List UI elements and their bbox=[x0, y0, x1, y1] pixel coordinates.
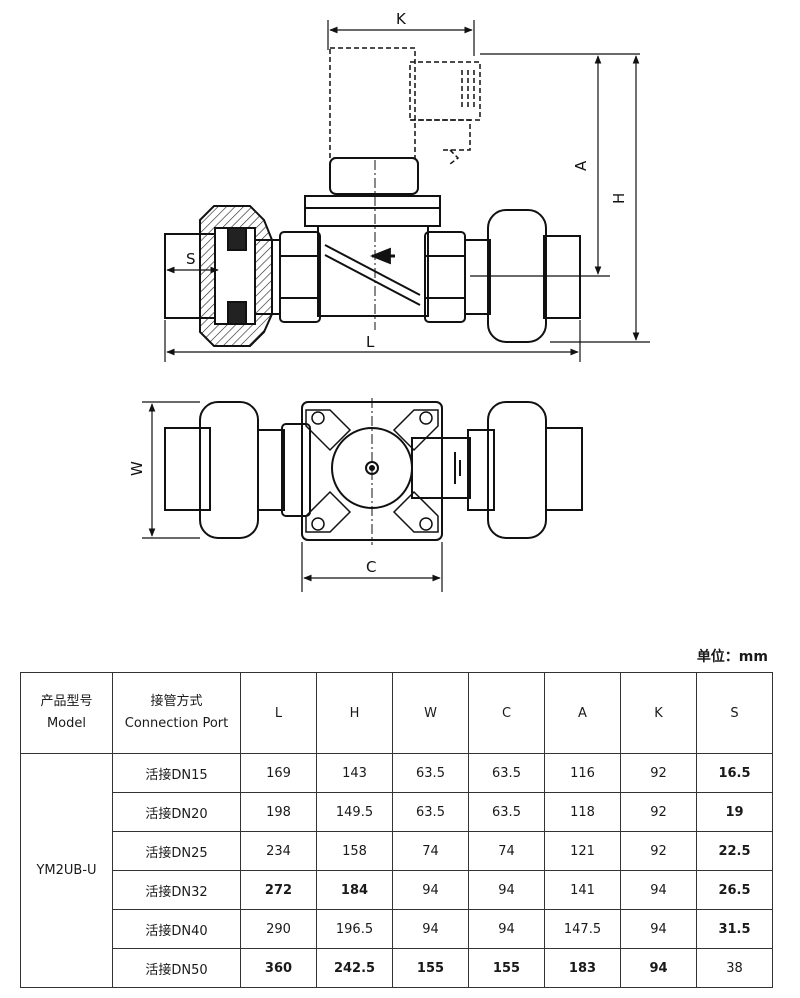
valve-body bbox=[317, 225, 429, 317]
conn-cell: 活接DN32 bbox=[112, 870, 241, 910]
value-cell: 196.5 bbox=[316, 909, 393, 949]
value-cell: 63.5 bbox=[392, 792, 469, 832]
dim-label-k: K bbox=[396, 10, 407, 28]
value-cell: 94 bbox=[620, 870, 697, 910]
conn-cell: 活接DN40 bbox=[112, 909, 241, 949]
header-col: A bbox=[544, 672, 621, 754]
value-cell: 63.5 bbox=[392, 753, 469, 793]
value-cell: 74 bbox=[468, 831, 545, 871]
conn-cell: 活接DN15 bbox=[112, 753, 241, 793]
value-cell: 116 bbox=[544, 753, 621, 793]
coil-outline bbox=[329, 47, 481, 165]
value-cell: 63.5 bbox=[468, 792, 545, 832]
value-cell: 143 bbox=[316, 753, 393, 793]
table-header-row: 产品型号 Model 接管方式 Connection Port L H W C … bbox=[20, 672, 773, 754]
table-row: 活接DN40 290 196.5 94 94 147.5 94 31.5 bbox=[21, 909, 773, 949]
header-col: C bbox=[468, 672, 545, 754]
value-cell: 94 bbox=[468, 909, 545, 949]
value-cell: 360 bbox=[240, 948, 317, 988]
table-row: YM2UB-U 活接DN15 169 143 63.5 63.5 116 92 … bbox=[20, 753, 773, 988]
value-cell: 22.5 bbox=[696, 831, 773, 871]
conn-cell: 活接DN50 bbox=[112, 948, 241, 988]
value-cell: 74 bbox=[392, 831, 469, 871]
dim-label-c: C bbox=[366, 558, 376, 576]
value-cell: 155 bbox=[392, 948, 469, 988]
value-cell: 19 bbox=[696, 792, 773, 832]
side-dimensions bbox=[164, 20, 650, 362]
top-view bbox=[164, 398, 583, 545]
table-row: 活接DN20 198 149.5 63.5 63.5 118 92 19 bbox=[21, 792, 773, 832]
top-right-union-nut bbox=[487, 401, 547, 539]
header-col: K bbox=[620, 672, 697, 754]
value-cell: 158 bbox=[316, 831, 393, 871]
top-left-union-nut bbox=[199, 401, 259, 539]
value-cell: 184 bbox=[316, 870, 393, 910]
value-cell: 94 bbox=[468, 870, 545, 910]
bonnet bbox=[329, 157, 419, 195]
dim-label-l: L bbox=[366, 333, 375, 351]
header-model: 产品型号 Model bbox=[20, 672, 113, 754]
side-view bbox=[164, 47, 581, 347]
top-dimensions bbox=[142, 401, 443, 592]
value-cell: 121 bbox=[544, 831, 621, 871]
value-cell: 118 bbox=[544, 792, 621, 832]
value-cell: 26.5 bbox=[696, 870, 773, 910]
table-row: 活接DN32 272 184 94 94 141 94 26.5 bbox=[21, 870, 773, 910]
value-cell: 147.5 bbox=[544, 909, 621, 949]
top-terminal-box bbox=[411, 437, 471, 499]
value-cell: 169 bbox=[240, 753, 317, 793]
valve-technical-drawing: K A H S L W C bbox=[128, 10, 650, 592]
value-cell: 92 bbox=[620, 831, 697, 871]
value-cell: 198 bbox=[240, 792, 317, 832]
dim-label-s: S bbox=[186, 250, 196, 268]
value-cell: 94 bbox=[620, 909, 697, 949]
value-cell: 149.5 bbox=[316, 792, 393, 832]
value-cell: 155 bbox=[468, 948, 545, 988]
dim-label-a: A bbox=[572, 160, 590, 171]
value-cell: 92 bbox=[620, 792, 697, 832]
value-cell: 94 bbox=[392, 909, 469, 949]
conn-cell: 活接DN20 bbox=[112, 792, 241, 832]
value-cell: 234 bbox=[240, 831, 317, 871]
value-cell: 94 bbox=[392, 870, 469, 910]
value-cell: 183 bbox=[544, 948, 621, 988]
value-cell: 272 bbox=[240, 870, 317, 910]
unit-label: 单位：mm bbox=[696, 649, 768, 665]
value-cell: 141 bbox=[544, 870, 621, 910]
value-cell: 63.5 bbox=[468, 753, 545, 793]
spec-table: 产品型号 Model 接管方式 Connection Port L H W C … bbox=[20, 672, 773, 988]
value-cell: 31.5 bbox=[696, 909, 773, 949]
conn-cell: 活接DN25 bbox=[112, 831, 241, 871]
value-cell: 94 bbox=[620, 948, 697, 988]
header-col: H bbox=[316, 672, 393, 754]
value-cell: 16.5 bbox=[696, 753, 773, 793]
header-col: S bbox=[696, 672, 773, 754]
value-cell: 92 bbox=[620, 753, 697, 793]
table-row: 活接DN25 234 158 74 74 121 92 22.5 bbox=[21, 831, 773, 871]
header-connection: 接管方式 Connection Port bbox=[112, 672, 241, 754]
dim-label-h: H bbox=[610, 193, 628, 204]
value-cell: 38 bbox=[696, 948, 773, 988]
value-cell: 242.5 bbox=[316, 948, 393, 988]
table-row: 活接DN50 360 242.5 155 155 183 94 38 bbox=[21, 948, 773, 988]
dim-label-w: W bbox=[128, 461, 146, 476]
header-col: W bbox=[392, 672, 469, 754]
header-col: L bbox=[240, 672, 317, 754]
model-cell: YM2UB-U bbox=[20, 753, 113, 988]
value-cell: 290 bbox=[240, 909, 317, 949]
